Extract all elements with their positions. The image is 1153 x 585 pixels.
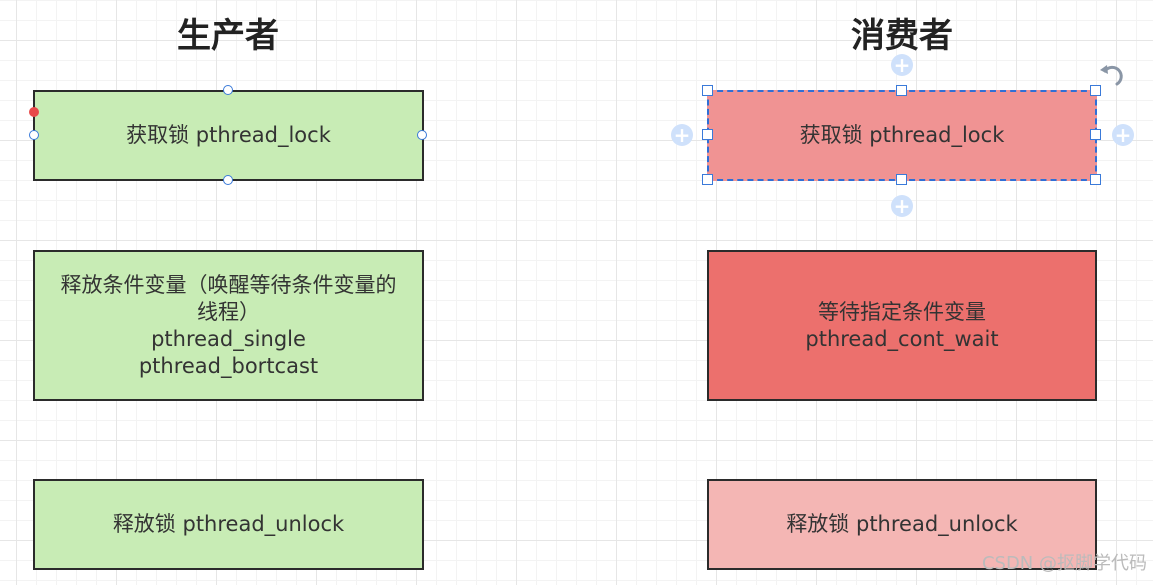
resize-handle-top[interactable] [896,85,907,96]
producer-signal-line-3: pthread_single [151,326,306,351]
producer-title: 生产者 [177,16,279,56]
resize-handle-top-right[interactable] [1090,85,1101,96]
connection-point-right[interactable] [417,130,427,140]
add-shape-left-button[interactable]: + [671,124,693,146]
producer-signal-line-4: pthread_bortcast [138,353,319,378]
add-shape-top-button[interactable]: + [891,54,913,76]
producer-signal-line-2: 线程） [197,299,260,324]
rotate-icon[interactable] [1097,60,1127,90]
connection-point-active[interactable] [29,107,39,117]
consumer-wait-line-2: pthread_cont_wait [805,326,999,351]
producer-signal-condition-box[interactable]: 释放条件变量（唤醒等待条件变量的 线程） pthread_single pthr… [33,250,424,401]
consumer-wait-line-1: 等待指定条件变量 [818,299,986,324]
producer-release-lock-box[interactable]: 释放锁 pthread_unlock [33,479,424,570]
consumer-release-lock-text: 释放锁 pthread_unlock [786,512,1018,536]
connection-point-bottom[interactable] [223,175,233,185]
resize-handle-right[interactable] [1090,129,1101,140]
resize-handle-bottom[interactable] [896,174,907,185]
consumer-acquire-lock-text: 获取锁 pthread_lock [799,123,1005,147]
add-shape-right-button[interactable]: + [1112,124,1134,146]
connection-point-left[interactable] [29,130,39,140]
resize-handle-bottom-left[interactable] [702,174,713,185]
consumer-title: 消费者 [851,16,953,56]
consumer-wait-condition-box[interactable]: 等待指定条件变量 pthread_cont_wait [707,250,1097,401]
resize-handle-top-left[interactable] [702,85,713,96]
connection-point-top[interactable] [223,85,233,95]
producer-acquire-lock-text: 获取锁 pthread_lock [126,123,331,147]
producer-release-lock-text: 释放锁 pthread_unlock [112,512,345,536]
add-shape-bottom-button[interactable]: + [891,195,913,217]
producer-acquire-lock-box[interactable]: 获取锁 pthread_lock [33,90,424,181]
producer-signal-line-1: 释放条件变量（唤醒等待条件变量的 [60,272,397,297]
watermark: CSDN @抠脚学代码 [981,553,1147,574]
consumer-acquire-lock-box[interactable]: 获取锁 pthread_lock [707,90,1097,181]
resize-handle-left[interactable] [702,129,713,140]
resize-handle-bottom-right[interactable] [1090,174,1101,185]
consumer-release-lock-box[interactable]: 释放锁 pthread_unlock [707,479,1097,570]
